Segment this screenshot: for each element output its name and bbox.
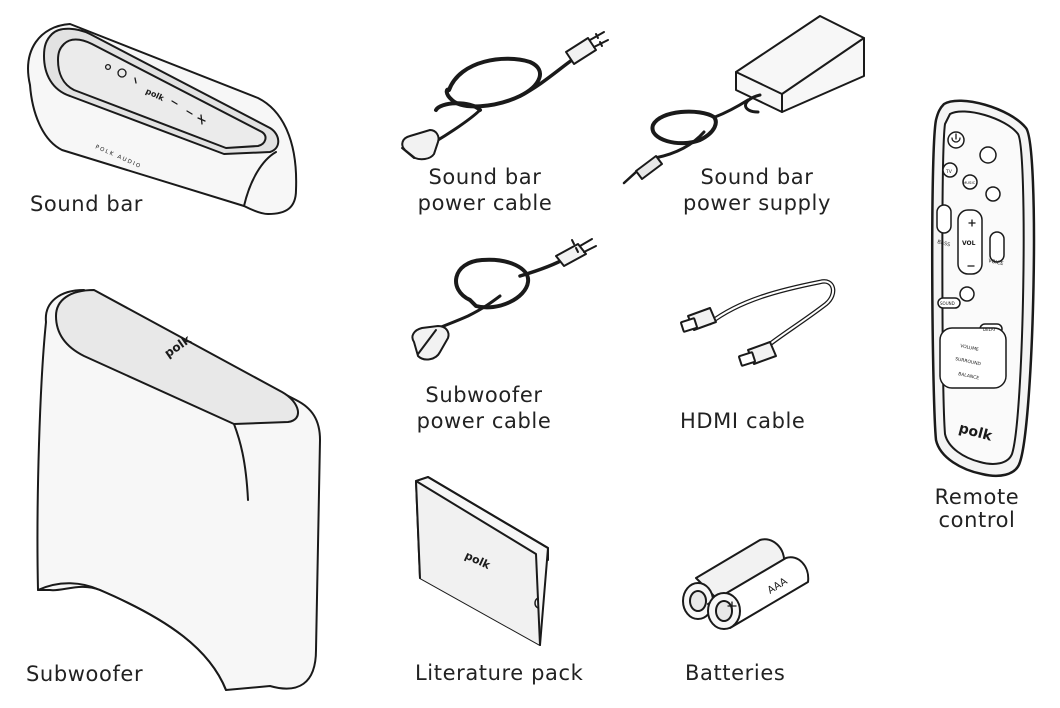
remote-volume-label: VOLUME [960, 343, 980, 353]
literature-pack-label: Literature pack [415, 661, 584, 685]
subwoofer-power-cable-illustration [411, 238, 597, 361]
sound-bar-power-cable-illustration [401, 31, 609, 161]
batteries-label: Batteries [685, 661, 786, 685]
sound-bar-power-supply-label-line2: power supply [683, 191, 831, 215]
subwoofer-label: Subwoofer [26, 662, 144, 686]
sound-bar-label: Sound bar [30, 192, 144, 216]
hdmi-cable-label: HDMI cable [680, 409, 806, 433]
subwoofer-illustration: polk [36, 289, 321, 691]
remote-surround-label: SURROUND [955, 356, 982, 367]
sound-bar-power-cable-label: Sound bar power cable [395, 164, 575, 216]
remote-vol-label: VOL [962, 240, 976, 247]
remote-bass-label: BASS [936, 239, 950, 248]
remote-delay-label: DELAY [983, 327, 996, 332]
remote-control-label-line2: control [938, 508, 1016, 532]
subwoofer-power-cable-label: Subwoofer power cable [394, 382, 574, 434]
remote-control-label-line1: Remote [934, 485, 1020, 509]
sound-bar-power-supply-label-line1: Sound bar [700, 165, 814, 189]
remote-sound-label: SOUND [940, 301, 955, 306]
remote-voice-label: VOICE [988, 258, 1004, 267]
remote-music-label: MUSIC [963, 180, 976, 185]
sound-bar-illustration: polk POLK AUDIO [27, 23, 298, 215]
subwoofer-power-cable-label-line2: power cable [416, 409, 552, 433]
remote-tv-label: TV [945, 169, 953, 175]
literature-pack-illustration: polk [415, 476, 549, 646]
remote-control-label: Remote control [917, 486, 1037, 532]
sound-bar-power-cable-label-line2: power cable [417, 191, 553, 215]
remote-balance-label: BALANCE [958, 371, 980, 381]
subwoofer-power-cable-label-line1: Subwoofer [425, 383, 543, 407]
remote-control-illustration: TV MUSIC BASS VOL VOICE SOUND DELAY VOLU… [930, 99, 1036, 478]
sound-bar-power-cable-label-line1: Sound bar [428, 165, 542, 189]
sound-bar-power-supply-illustration [622, 15, 865, 185]
sound-bar-power-supply-label: Sound bar power supply [662, 164, 852, 216]
batteries-illustration: AAA [682, 538, 810, 630]
hdmi-cable-illustration [680, 279, 836, 367]
